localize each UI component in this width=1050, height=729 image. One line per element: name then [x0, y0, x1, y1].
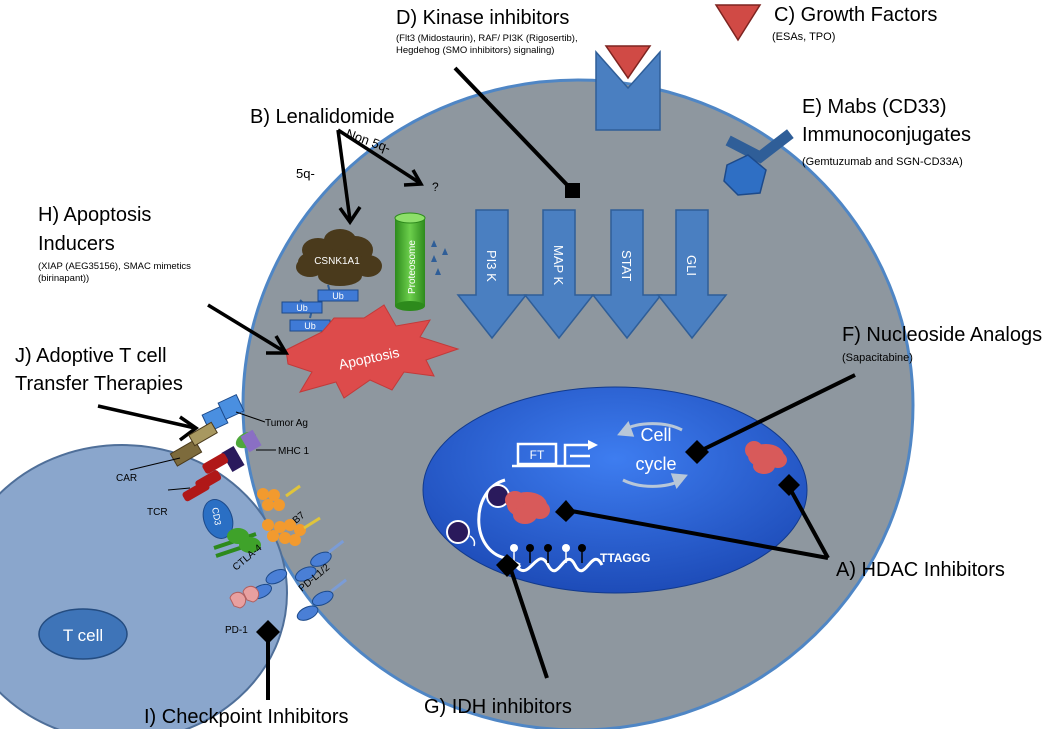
apoptosis-inducers-title-1: H) Apoptosis	[38, 204, 151, 226]
cell-cycle-label-1: Cell	[640, 425, 671, 445]
mabs-title-1: E) Mabs (CD33)	[802, 96, 946, 118]
ub-label-3: Ub	[304, 321, 316, 331]
lenalidomide-title: B) Lenalidomide	[250, 106, 395, 128]
growth-factor-receptor	[595, 50, 661, 131]
tcr-label: TCR	[147, 507, 168, 518]
t-cell-label: T cell	[63, 626, 103, 645]
kinase-inhibitors-title: D) Kinase inhibitors	[396, 7, 569, 29]
ft-gene-icon	[512, 440, 598, 468]
apoptosis-inducer-arrow	[207, 303, 290, 355]
ft-label: FT	[530, 448, 545, 462]
proteosome	[394, 212, 426, 311]
pd1-icon	[229, 585, 260, 609]
apoptosis-inducers-sub1: (XIAP (AEG35156), SMAC mimetics	[38, 261, 191, 272]
mhc1-label: MHC 1	[278, 446, 310, 457]
cd3-label: CD3	[210, 507, 223, 526]
growth-factors-title: C) Growth Factors	[774, 4, 937, 26]
csnk1a1-label: CSNK1A1	[314, 256, 360, 267]
hdac-inhibitor-block-1	[555, 500, 576, 522]
pathway-label-mapk: MAP K	[551, 245, 566, 286]
t-cell-nucleus	[38, 608, 128, 660]
ctla4-icon	[213, 528, 261, 558]
ub-label-1: Ub	[332, 291, 344, 301]
hdac-inhibitors-title: A) HDAC Inhibitors	[836, 559, 1005, 581]
pathway-arrow-gli	[656, 209, 728, 340]
lenalidomide-5q: 5q-	[296, 166, 315, 181]
cell-cycle-icon	[617, 420, 688, 490]
mhc1-icon	[221, 429, 276, 473]
nucleus	[422, 386, 808, 594]
pathway-arrow-stat	[591, 209, 663, 340]
nucleoside-analog-block	[685, 440, 709, 464]
apoptosis-inducers-title-2: Inducers	[38, 233, 115, 255]
adoptive-tcell-title-2: Transfer Therapies	[15, 373, 183, 395]
lenalidomide-arrows	[336, 128, 424, 226]
hdac-inhibitor-block-2	[778, 474, 800, 496]
growth-factors-sub: (ESAs, TPO)	[772, 31, 835, 43]
peptide-fragments	[431, 240, 448, 275]
mabs-title-2: Immunoconjugates	[802, 124, 971, 146]
hdac-inhibitor-lines	[565, 484, 830, 560]
apoptosis-inducers-sub2: (birinapant))	[38, 273, 89, 284]
ub-label-2: Ub	[296, 303, 308, 313]
kinase-inhibitors-sub1: (Flt3 (Midostaurin), RAF/ PI3K (Rigosert…	[396, 33, 578, 44]
hdac-blob-nucleus	[505, 491, 550, 524]
kinase-inhibitors-sub2: Hegdehog (SMO inhibitors) signaling)	[396, 45, 554, 56]
kinase-inhibitor-line	[453, 66, 574, 192]
nucleoside-analogs-sub: (Sapacitabine)	[842, 352, 913, 364]
tumor-ag-label: Tumor Ag	[265, 418, 308, 429]
pathway-label-stat: STAT	[619, 250, 634, 281]
pathway-label-pi3k: PI3 K	[484, 250, 499, 282]
b7-cluster	[257, 484, 321, 546]
nucleoside-analogs-title: F) Nucleoside Analogs	[842, 324, 1042, 346]
lenalidomide-question: ?	[432, 180, 439, 194]
apoptosis-burst	[285, 304, 460, 399]
pathway-arrow-mapk	[523, 209, 595, 340]
idh-inhibitors-title: G) IDH inhibitors	[424, 696, 572, 718]
mabs-sub: (Gemtuzumab and SGN-CD33A)	[802, 156, 963, 168]
adoptive-tcell-arrow	[97, 404, 199, 442]
csnk1a1-cloud	[296, 229, 382, 286]
pd1-label: PD-1	[225, 625, 248, 636]
t-cell	[0, 444, 288, 729]
hdac-blob-cytoplasm	[745, 441, 787, 474]
cell-cycle-label-2: cycle	[635, 454, 676, 474]
proteosome-label: Proteosome	[407, 240, 418, 294]
adoptive-tcell-title-1: J) Adoptive T cell	[15, 345, 167, 367]
checkpoint-inhibitors-title: I) Checkpoint Inhibitors	[144, 706, 349, 728]
antibody-icon	[723, 129, 794, 196]
kinase-inhibitor-block	[565, 183, 580, 198]
ubiquitin-chain	[281, 284, 359, 332]
pathway-label-gli: GLI	[684, 255, 699, 276]
pathway-arrow-pi3k	[456, 209, 528, 340]
telomere-label: TTAGGG	[600, 551, 650, 565]
nucleoside-analog-line	[697, 373, 856, 454]
growth-factor-triangle	[604, 45, 652, 80]
car-receptor	[129, 421, 218, 471]
growth-factor-legend-triangle	[714, 4, 762, 42]
chromatin	[446, 478, 521, 567]
cd3-icon	[202, 499, 234, 539]
tcr-icon	[167, 453, 229, 502]
car-label: CAR	[116, 473, 137, 484]
telomere-dna	[510, 544, 604, 573]
idh-inhibitor-line	[508, 566, 549, 679]
pdl-icon	[250, 539, 347, 621]
checkpoint-inhibitor-block	[256, 620, 280, 644]
pathway-arrows	[456, 209, 728, 340]
idh-inhibitor-block	[496, 554, 519, 577]
